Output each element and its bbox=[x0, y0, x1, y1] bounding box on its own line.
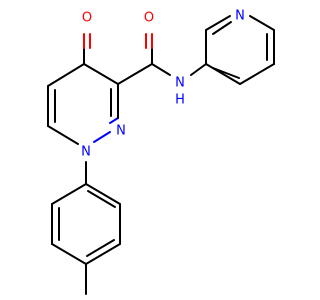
amide-group: O N H bbox=[117, 11, 207, 108]
pyridine-nitrogen-label: N bbox=[235, 9, 245, 24]
structure-svg: O O N H N N N bbox=[47, 9, 275, 295]
bond-tol-5 bbox=[51, 243, 87, 265]
pyridine-ring: N bbox=[205, 9, 275, 85]
bond-py-c3-c4-double bbox=[212, 67, 240, 79]
bond-n2-c3-part bbox=[109, 117, 119, 124]
ring-n1-label: N bbox=[81, 145, 91, 160]
ketone-oxygen-label: O bbox=[82, 11, 92, 26]
bond-n-pyridine bbox=[190, 63, 207, 76]
bond-py-n-c2-double bbox=[212, 21, 232, 35]
amide-oxygen-label: O bbox=[144, 11, 154, 26]
bond-py-c6-n bbox=[249, 15, 275, 31]
bond-tol-2 bbox=[85, 183, 121, 205]
bond-tol-1 bbox=[51, 183, 87, 205]
bond-py-n-c2 bbox=[205, 15, 231, 31]
bond-c6-n1 bbox=[47, 125, 79, 145]
bond-tol-6-double bbox=[86, 239, 115, 257]
bond-py-c3-c4 bbox=[205, 63, 241, 85]
amide-nitrogen-label: N bbox=[175, 76, 185, 91]
bond-tol-2-double bbox=[87, 190, 116, 208]
ring-n2-label: N bbox=[116, 124, 126, 139]
molecule-diagram: O O N H N N N bbox=[47, 9, 275, 295]
ketone-group: O bbox=[82, 11, 92, 65]
bond-c3-camide bbox=[117, 63, 153, 85]
bond-tol-6 bbox=[85, 243, 121, 265]
amide-hydrogen-label: H bbox=[175, 93, 185, 108]
bond-camide-n bbox=[151, 63, 171, 76]
bond-py-c4-c5 bbox=[239, 63, 275, 85]
pyridazinone-ring bbox=[47, 63, 119, 145]
tolyl-ring bbox=[51, 183, 121, 265]
bond-c4-c5 bbox=[47, 63, 85, 87]
bond-n1-n2 bbox=[93, 131, 111, 143]
bond-c3-c4 bbox=[83, 63, 119, 85]
